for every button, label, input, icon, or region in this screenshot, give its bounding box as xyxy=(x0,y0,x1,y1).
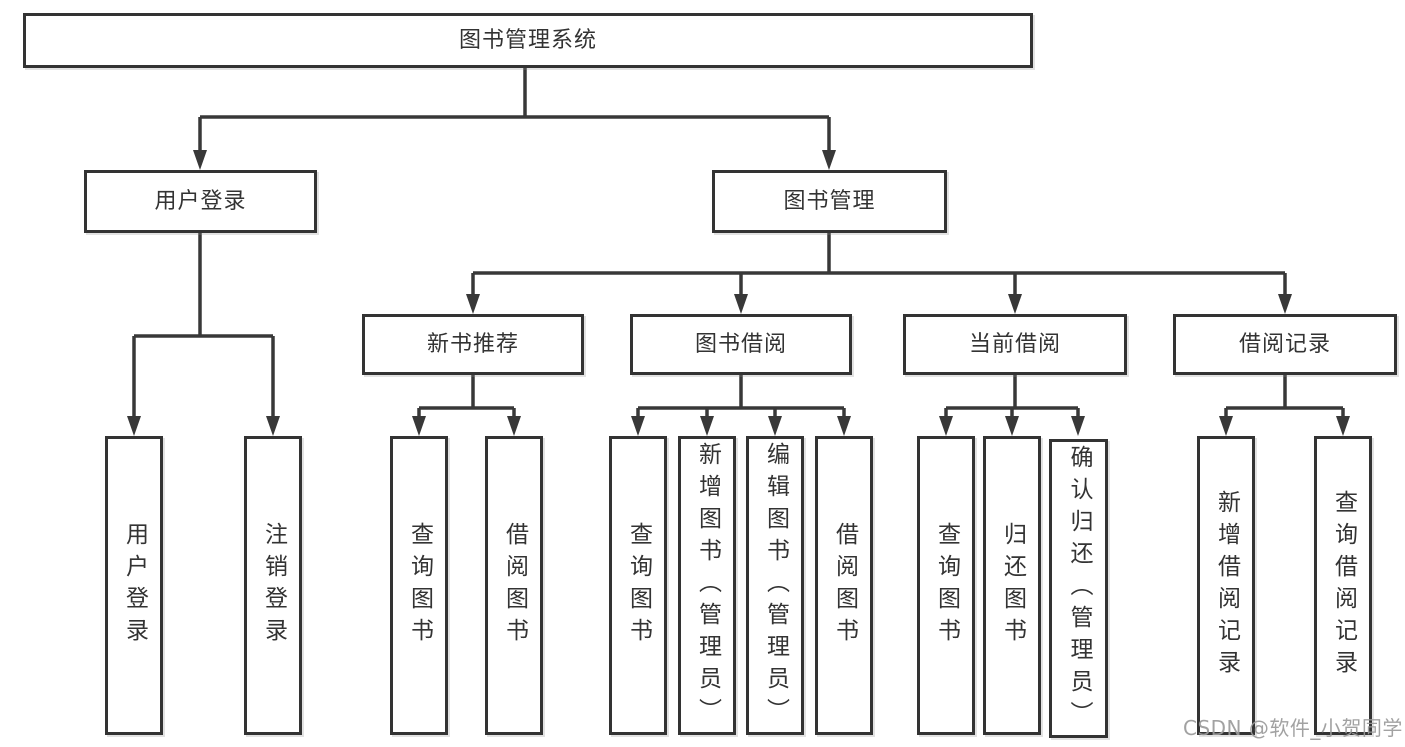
leaf-return-book: 归还图书 xyxy=(983,436,1041,735)
node-borrow-records: 借阅记录 xyxy=(1173,314,1397,375)
arrow-down-icon xyxy=(266,416,280,436)
edge-current-borrow-children xyxy=(939,375,1085,436)
arrow-down-icon xyxy=(1219,416,1233,436)
arrow-down-icon xyxy=(127,416,141,436)
node-label: 借阅记录 xyxy=(1238,331,1331,357)
node-label: 编辑图书（管理员） xyxy=(762,441,789,730)
node-label: 新增图书（管理员） xyxy=(694,441,721,730)
leaf-edit-book-admin: 编辑图书（管理员） xyxy=(746,436,804,735)
arrow-down-icon xyxy=(1278,294,1292,314)
edge-new-book-children xyxy=(412,375,521,436)
leaf-borrow-books: 借阅图书 xyxy=(485,436,543,735)
node-label: 注销登录 xyxy=(260,521,287,650)
node-label: 图书管理 xyxy=(783,188,876,214)
node-current-borrow: 当前借阅 xyxy=(903,314,1127,375)
arrow-down-icon xyxy=(734,294,748,314)
leaf-user-login: 用户登录 xyxy=(105,436,163,735)
edge-book-management-children xyxy=(466,233,1292,314)
node-new-book-recommend: 新书推荐 xyxy=(362,314,584,375)
leaf-query-books: 查询图书 xyxy=(609,436,667,735)
node-label: 查询图书 xyxy=(406,521,433,650)
arrow-down-icon xyxy=(700,416,714,436)
node-label: 查询图书 xyxy=(933,521,960,650)
node-book-borrow: 图书借阅 xyxy=(630,314,852,375)
node-label: 查询图书 xyxy=(625,521,652,650)
arrow-down-icon xyxy=(466,294,480,314)
arrow-down-icon xyxy=(768,416,782,436)
node-label: 图书管理系统 xyxy=(458,27,597,53)
arrow-down-icon xyxy=(1071,416,1085,436)
node-label: 用户登录 xyxy=(154,188,247,214)
leaf-logout: 注销登录 xyxy=(244,436,302,735)
leaf-add-book-admin: 新增图书（管理员） xyxy=(678,436,736,735)
leaf-query-books: 查询图书 xyxy=(390,436,448,735)
node-user-login: 用户登录 xyxy=(84,170,317,233)
edge-user-login-children xyxy=(127,233,280,436)
arrow-down-icon xyxy=(837,416,851,436)
edge-borrow-records-children xyxy=(1219,375,1350,436)
arrow-down-icon xyxy=(939,416,953,436)
arrow-down-icon xyxy=(1008,294,1022,314)
leaf-confirm-return-admin: 确认归还（管理员） xyxy=(1049,439,1108,738)
node-label: 查询借阅记录 xyxy=(1330,489,1357,682)
node-label: 确认归还（管理员） xyxy=(1066,444,1092,733)
node-book-management: 图书管理 xyxy=(712,170,947,233)
arrow-down-icon xyxy=(507,416,521,436)
leaf-add-borrow-record: 新增借阅记录 xyxy=(1197,436,1255,735)
arrow-down-icon xyxy=(412,416,426,436)
node-label: 新书推荐 xyxy=(426,331,519,357)
node-library-management-system: 图书管理系统 xyxy=(23,13,1033,68)
arrow-down-icon xyxy=(1336,416,1350,436)
leaf-borrow-books: 借阅图书 xyxy=(815,436,873,735)
arrow-down-icon xyxy=(193,150,207,170)
edge-root-to-level2 xyxy=(193,68,836,170)
node-label: 当前借阅 xyxy=(968,331,1061,357)
leaf-query-books: 查询图书 xyxy=(917,436,975,735)
node-label: 用户登录 xyxy=(121,521,148,650)
node-label: 归还图书 xyxy=(999,521,1026,650)
leaf-query-borrow-record: 查询借阅记录 xyxy=(1314,436,1372,735)
csdn-watermark: CSDN @软件_小贺同学 xyxy=(1183,716,1403,740)
node-label: 借阅图书 xyxy=(501,521,528,650)
node-label: 新增借阅记录 xyxy=(1213,489,1240,682)
arrow-down-icon xyxy=(822,150,836,170)
node-label: 借阅图书 xyxy=(831,521,858,650)
edge-book-borrow-children xyxy=(631,375,851,436)
arrow-down-icon xyxy=(1005,416,1019,436)
arrow-down-icon xyxy=(631,416,645,436)
node-label: 图书借阅 xyxy=(694,331,787,357)
